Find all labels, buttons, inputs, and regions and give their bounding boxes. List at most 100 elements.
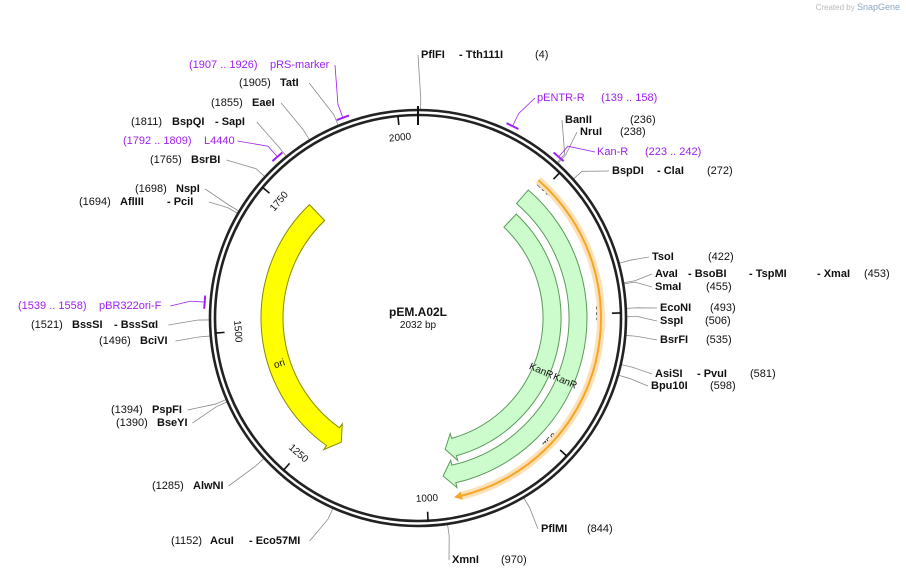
enzyme-name: BssSI [72,319,103,331]
enzyme-site-position: (422) [708,251,734,263]
enzyme-site-position: (1285) [152,480,184,492]
tick-label: 1000 [416,493,439,505]
primer-mark [507,123,519,129]
tick-label: 1250 [286,442,310,465]
enzyme-leader-line [448,525,450,560]
tick-mark [216,332,225,333]
primer-leader-line [335,65,343,117]
tick-mark [553,173,559,179]
enzyme-name: - BsoBI [688,268,727,280]
enzyme-site-position: (1694) [79,196,111,208]
enzyme-site-position: (598) [710,380,736,392]
ori-feature [261,205,342,450]
enzyme-leader-line [257,122,286,156]
enzyme-leader-line [168,320,209,325]
enzyme-name: BspDI [612,165,644,177]
primer-name: L4440 [204,135,235,147]
watermark-prefix: Created by [816,3,855,12]
plasmid-name: pEM.A02L [389,305,447,319]
enzyme-name: BsrBI [191,154,220,166]
enzyme-leader-line [626,335,657,340]
enzyme-name: AlwNI [193,480,224,492]
enzyme-leader-line [205,189,238,211]
enzyme-site-position: (493) [710,302,736,314]
enzyme-leader-line [619,375,648,386]
enzyme-name: BseYI [157,417,188,429]
site-labels: (4)PflFI- Tth111I(236)BanII(238)NruI(272… [18,49,890,566]
enzyme-leader-line [627,317,657,321]
enzyme-leader-line [624,282,652,287]
primer-name: pBR322ori-F [99,300,162,312]
tick-mark [284,463,290,470]
enzyme-site-position: (238) [620,126,646,138]
enzyme-site-position: (1811) [131,116,162,128]
enzyme-leader-line [622,365,652,374]
enzyme-name: BspQI [172,116,204,128]
enzyme-name: - XmaI [817,268,850,280]
primer-name: pENTR-R [537,92,585,104]
tick-label: 1500 [231,320,244,343]
enzyme-name: - PciI [167,196,193,208]
enzyme-name: PflMI [541,523,567,535]
enzyme-site-position: (1905) [239,77,271,89]
plasmid-length: 2032 bp [400,320,437,331]
primer-leader-line [513,98,535,125]
enzyme-name: NspI [176,183,200,195]
enzyme-leader-line [281,103,309,140]
enzyme-name: - ClaI [657,165,684,177]
enzyme-site-position: (236) [630,114,656,126]
enzyme-name: SspI [660,315,683,327]
tick-mark [263,187,270,193]
enzyme-site-position: (1394) [111,404,143,416]
tick-mark [560,450,567,456]
enzyme-site-position: (506) [705,315,731,327]
enzyme-name: - PvuI [697,368,727,380]
enzyme-site-position: (1152) [171,535,202,547]
enzyme-leader-line [574,171,609,179]
enzyme-site-position: (581) [750,368,776,380]
primer-name: pRS-marker [270,59,330,71]
enzyme-name: - TspMI [749,268,787,280]
enzyme-site-position: (1496) [99,335,131,347]
watermark-brand: SnapGene [857,2,900,12]
enzyme-name: AvaI [655,268,678,280]
enzyme-name: PflFI [421,49,445,61]
primer-mark [272,152,282,161]
enzyme-leader-line [524,498,538,529]
enzyme-leader-line [620,257,649,263]
enzyme-site-position: (4) [535,49,548,61]
primer-range: (1792 .. 1809) [123,135,192,147]
enzyme-site-position: (272) [707,165,733,177]
enzyme-site-position: (970) [501,554,527,566]
enzyme-name: XmnI [452,554,479,566]
enzyme-name: - Tth111I [459,49,503,61]
enzyme-site-position: (1698) [135,183,167,195]
enzyme-site-position: (1855) [211,97,243,109]
enzyme-site-position: (1521) [31,319,63,331]
enzyme-name: Bpu10I [651,380,688,392]
primer-range: (1539 .. 1558) [18,300,87,312]
enzyme-name: AsiSI [655,368,683,380]
enzyme-name: NruI [580,126,602,138]
enzyme-leader-line [227,160,265,176]
enzyme-site-position: (1390) [116,417,148,429]
enzyme-name: EcoNI [660,302,691,314]
primer-range: (139 .. 158) [601,92,657,104]
enzyme-site-position: (844) [587,523,613,535]
primer-leader-line [170,301,203,306]
enzyme-name: AflIII [120,196,144,208]
enzyme-name: AcuI [210,535,234,547]
primer-mark [337,115,349,120]
enzyme-name: BsrFI [660,334,688,346]
enzyme-leader-line [627,308,657,309]
enzyme-leader-line [176,336,210,341]
enzyme-leader-line [229,459,264,486]
enzyme-site-position: (455) [706,281,732,293]
enzyme-name: - SapI [215,116,245,128]
enzyme-site-position: (535) [706,334,732,346]
enzyme-leader-line [309,83,338,125]
enzyme-site-position: (453) [864,268,890,280]
primer-leader-line [238,141,277,156]
enzyme-leader-line [418,55,421,109]
enzyme-site-position: (1765) [150,154,182,166]
